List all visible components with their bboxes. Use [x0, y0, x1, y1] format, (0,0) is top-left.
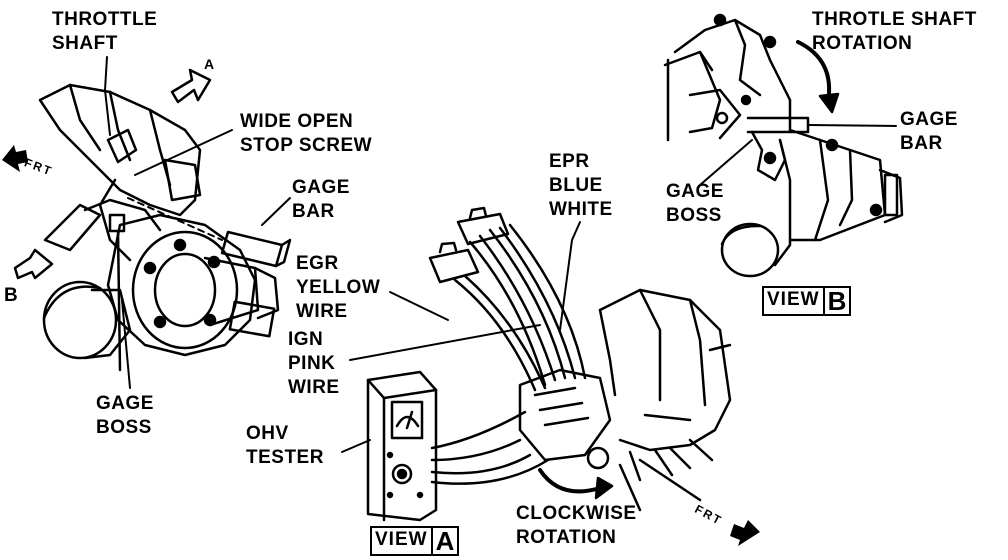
- wide-open-stop-screw-label-line-2: STOP SCREW: [240, 135, 373, 156]
- throttle-body-assembly: [38, 83, 292, 372]
- sensor-assembly: [428, 206, 732, 512]
- view-b-letter: B: [824, 286, 852, 316]
- gage-boss-b-label-line-2: BOSS: [666, 205, 722, 226]
- gage-bar-b-label-line-1: GAGE: [900, 109, 958, 130]
- ign-pink-wire-label: IGN PINK WIRE: [288, 328, 340, 400]
- gage-bar-a-label-line-2: BAR: [292, 201, 335, 222]
- view-a-caption: VIEW A: [370, 526, 460, 556]
- ohv-tester-label-line-1: OHV: [246, 423, 289, 444]
- ign-pink-wire-label-line-2: PINK: [288, 353, 336, 374]
- gage-boss-a-label-line-2: BOSS: [96, 417, 152, 438]
- direction-arrow-a-letter: A: [204, 56, 215, 72]
- view-b-word: VIEW: [762, 286, 825, 316]
- view-a-word: VIEW: [370, 526, 433, 556]
- view-b-assembly: [663, 13, 904, 278]
- egr-yellow-wire-label-line-3: WIRE: [296, 301, 348, 322]
- gage-boss-b-label: GAGE BOSS: [666, 180, 724, 228]
- ohv-tester-label: OHV TESTER: [246, 422, 324, 470]
- clockwise-rotation-label: CLOCKWISE ROTATION: [516, 502, 637, 550]
- view-a-letter: A: [432, 526, 460, 556]
- throtle-shaft-rotation-label-line-1: THROTLE SHAFT: [812, 9, 977, 30]
- epr-blue-white-label-line-2: BLUE: [549, 175, 603, 196]
- throttle-shaft-label-line-1: THROTTLE: [52, 9, 158, 30]
- throttle-shaft-label: THROTTLE SHAFT: [52, 8, 157, 56]
- clockwise-rotation-label-line-2: ROTATION: [516, 527, 617, 548]
- gage-bar-a-label: GAGE BAR: [292, 176, 350, 224]
- wide-open-stop-screw-label-line-1: WIDE OPEN: [240, 111, 354, 132]
- gage-boss-a-label: GAGE BOSS: [96, 392, 154, 440]
- epr-blue-white-label-line-3: WHITE: [549, 199, 613, 220]
- ign-pink-wire-label-line-3: WIRE: [288, 377, 340, 398]
- gage-boss-a-label-line-1: GAGE: [96, 393, 154, 414]
- gage-bar-b-label-line-2: BAR: [900, 133, 943, 154]
- egr-yellow-wire-label-line-2: YELLOW: [296, 277, 381, 298]
- view-b-caption: VIEW B: [762, 286, 852, 316]
- clockwise-rotation-label-line-1: CLOCKWISE: [516, 503, 637, 524]
- ohv-tester-device: [366, 370, 438, 522]
- ohv-tester-label-line-2: TESTER: [246, 447, 324, 468]
- epr-blue-white-label-line-1: EPR: [549, 151, 590, 172]
- egr-yellow-wire-label-line-1: EGR: [296, 253, 339, 274]
- throtle-shaft-rotation-label-line-2: ROTATION: [812, 33, 913, 54]
- gage-bar-a-label-line-1: GAGE: [292, 177, 350, 198]
- throtle-shaft-rotation-label: THROTLE SHAFT ROTATION: [812, 8, 977, 56]
- wide-open-stop-screw-label: WIDE OPEN STOP SCREW: [240, 110, 372, 158]
- throttle-shaft-label-line-2: SHAFT: [52, 33, 118, 54]
- epr-blue-white-label: EPR BLUE WHITE: [549, 150, 613, 222]
- gage-bar-b-label: GAGE BAR: [900, 108, 958, 156]
- egr-yellow-wire-label: EGR YELLOW WIRE: [296, 252, 380, 324]
- ign-pink-wire-label-line-1: IGN: [288, 329, 324, 350]
- gage-boss-b-label-line-1: GAGE: [666, 181, 724, 202]
- direction-arrow-b-letter: B: [4, 285, 19, 306]
